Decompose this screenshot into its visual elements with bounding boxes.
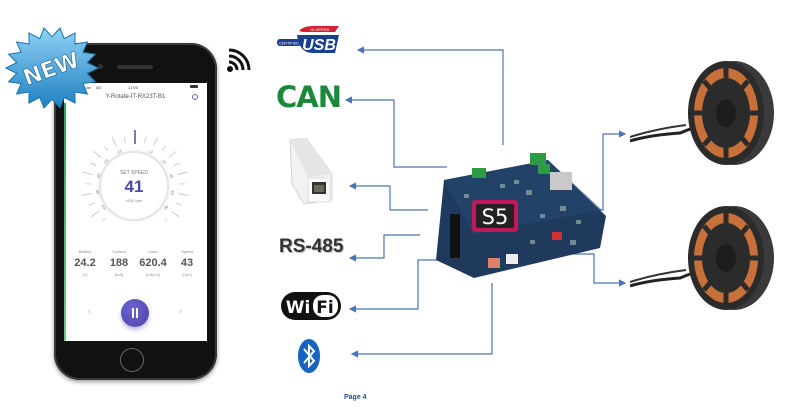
gauge-tick [111,136,117,147]
gauge-tick-label: 24 [161,158,168,165]
stat-value: 43 [180,257,194,269]
pin-header [450,214,460,258]
gauge-tick [153,136,159,147]
page-number: Page 4 [344,394,367,401]
next-button[interactable]: › [179,306,182,316]
terminal-block [472,168,486,178]
new-badge: NEW [4,27,100,109]
gauge-tick [173,162,180,166]
bldc-motor-top [630,61,774,165]
arrow-motor-bottom [560,253,627,287]
speed-gauge[interactable]: -12 -24-36 -48 -60 12 24 36 48 60 [81,109,189,221]
s5-controller-board: S5 [436,153,606,278]
app-screen: congstar.de 4G 17:00 Y-Rotate-IT-RX23T-B… [64,83,207,341]
stat-speed: Speed 43 [rpm] [170,249,204,277]
gauge-center [99,151,169,221]
s5-label: S5 [482,205,509,229]
arrow-can [344,96,447,168]
wireless-signal-icon [227,48,251,72]
arrow-usb [356,46,504,145]
gauge-tick [90,210,100,218]
gauge-tick-label: -36 [95,172,102,180]
stat-unit: [rpm] [182,272,192,277]
stat-unit: [mA] [114,272,124,277]
gauge-tick-label: -60 [100,203,108,211]
stat-value: 620.4 [139,257,167,269]
reset-button [552,232,562,240]
terminal-block [538,164,550,174]
stat-current: Current 188 [mA] [102,249,136,277]
stat-battery: Battery 24.2 [V] [68,249,102,277]
gauge-tick [170,210,180,218]
stat-label: Current [112,249,126,254]
time-text: 17:00 [128,85,139,90]
wifi-text-left: Wi [286,298,311,318]
usb-sub-text: HI-SPEED [311,27,330,32]
gauge-tick-label: -48 [94,189,100,196]
screen-edge [64,103,66,341]
wifi-logo: Wi Fi [281,292,341,320]
stat-unit: [mNcm] [146,272,160,277]
battery-icon [190,85,198,88]
pause-button[interactable] [121,299,149,327]
ethernet-port [550,172,572,190]
smartphone: congstar.de 4G 17:00 Y-Rotate-IT-RX23T-B… [54,43,217,380]
stat-label: Speed [181,249,193,254]
gauge-tick [104,146,109,152]
gauge-tick-label: 12 [148,148,155,155]
gauge-tick [102,218,106,221]
gauge-tick-label: -24 [102,157,110,165]
ethernet-adapter-icon [289,138,333,205]
network-text: 4G [96,85,102,90]
stat-load: Load 620.4 [mNcm] [136,249,170,277]
arrow-ethernet [348,182,428,211]
arrow-bluetooth [350,283,493,358]
bluetooth-icon [298,339,320,373]
stat-value: 24.2 [74,257,96,269]
device-title: Y-Rotate-IT-RX23T-B1 [105,94,166,100]
earpiece-speaker [117,65,153,69]
gauge-tick [175,202,182,206]
usb-certified-text: CERTIFIED [279,42,299,46]
gauge-tick-label: 48 [169,190,175,196]
gauge-tick [144,137,147,144]
stat-label: Load [148,249,158,254]
arrow-rs485 [348,234,420,262]
usb-logo: HI-SPEED CERTIFIED USB [277,26,339,54]
connector [506,254,518,264]
rs485-label: RS-485 [279,236,344,257]
gauge-tick [168,151,177,158]
gauge-tick [93,151,102,158]
gauge-tick [164,218,168,221]
stats-row: Battery 24.2 [V] Current 188 [mA] Load 6… [64,249,207,289]
set-speed-unit: x100 rpm [125,198,143,203]
front-camera [98,64,103,69]
wifi-text-right: Fi [316,298,333,318]
home-button[interactable] [120,348,144,372]
set-speed-value: 41 [124,177,144,196]
usb-text: USB [302,37,336,54]
gauge-tick-label: -12 [115,148,123,155]
previous-button[interactable]: ‹ [88,306,91,316]
gauge-tick [82,171,93,175]
badge-starburst [4,27,100,109]
gauge-tick [178,193,189,196]
stat-label: Battery [78,249,92,254]
gauge-tick [81,193,92,196]
set-speed-label: SET SPEED [120,170,148,176]
gauge-tick [161,146,166,152]
gauge-tick-label: 60 [162,205,169,212]
gauge-tick [90,162,97,166]
gauge-tick [123,137,126,144]
connector [488,258,500,268]
can-label: CAN [276,80,342,114]
power-icon[interactable] [192,94,198,100]
gauge-tick [88,202,95,206]
gauge-tick-label: 36 [169,173,175,179]
terminal-block [530,153,546,165]
stat-value: 188 [109,257,129,269]
stat-unit: [V] [82,272,88,277]
bldc-motor-bottom [630,206,774,310]
gauge-tick [177,171,188,175]
